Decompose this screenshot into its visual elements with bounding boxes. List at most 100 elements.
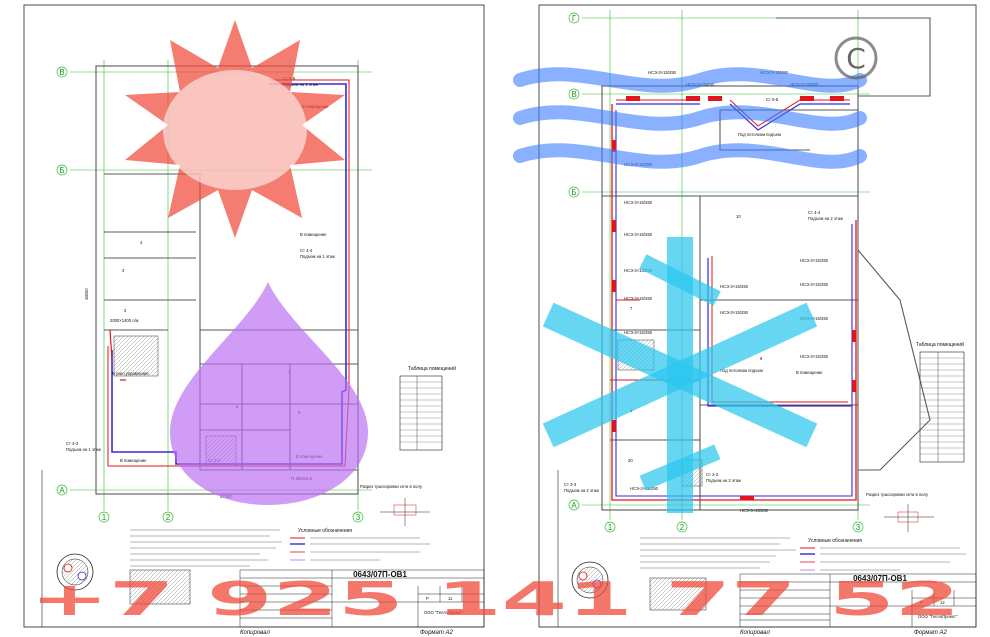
right-pipe-labels: НСЭ-3×15/250 НСЭ-3×15/250 НСЭ-3×15/250 Н… <box>564 70 843 513</box>
svg-text:НСЭ-3×15/250: НСЭ-3×15/250 <box>800 354 829 359</box>
right-legend <box>800 547 966 571</box>
right-sheet: Г В Б А 1 2 3 <box>538 4 977 636</box>
right-detail-node <box>884 504 934 532</box>
svg-text:В помещение: В помещение <box>300 232 327 237</box>
right-axis-v: В <box>571 90 576 99</box>
left-legend <box>290 537 430 561</box>
right-copied-label: Копировал <box>740 630 770 636</box>
svg-text:Ст 3-3: Ст 3-3 <box>564 482 577 487</box>
right-spec-title: Таблица помещений <box>916 341 964 348</box>
svg-text:Подъем на 1 этаж: Подъем на 1 этаж <box>300 254 335 259</box>
svg-text:Подъем на 2 этаж: Подъем на 2 этаж <box>564 488 599 493</box>
svg-text:Под потолком подъем: Под потолком подъем <box>738 132 781 137</box>
left-room-table: Таблица помещений <box>399 365 456 451</box>
svg-text:C: C <box>846 42 866 75</box>
left-axis-bubbles <box>56 66 364 523</box>
svg-text:НСЭ-3×15/250: НСЭ-3×15/250 <box>800 282 829 287</box>
svg-text:НСЭ-3×15/250: НСЭ-3×15/250 <box>800 258 829 263</box>
left-doc-code: 0643/07П-ОВ1 <box>353 570 407 579</box>
right-axis-g: Г <box>572 14 577 23</box>
right-detail-caption: Разрез трассировки сети в полу <box>866 492 929 497</box>
left-axis-v: В <box>59 68 64 77</box>
svg-text:В помещение: В помещение <box>796 370 823 375</box>
watermark: C +7 925 141 77 52 <box>30 20 960 626</box>
left-axis-b: Б <box>59 166 64 175</box>
left-axis-1: 1 <box>102 513 107 522</box>
svg-text:Ст 5-5: Ст 5-5 <box>766 97 779 102</box>
right-axis-2: 2 <box>680 523 685 532</box>
right-axis-bubbles <box>568 12 864 533</box>
drop-icon <box>170 282 368 505</box>
left-title-block <box>239 569 485 628</box>
left-axis-3: 3 <box>356 513 361 522</box>
right-company: ООО "ТеплоПроект" <box>918 614 958 619</box>
left-sheet-stage: Р <box>426 596 429 601</box>
svg-text:НСЭ-3×15/250: НСЭ-3×15/250 <box>648 70 677 75</box>
right-room-table: Таблица помещений <box>916 341 965 463</box>
left-company: ООО "ТеплоПроект" <box>424 610 464 615</box>
svg-text:2000×1400 с/м: 2000×1400 с/м <box>110 318 138 323</box>
left-legend-title: Условные обозначения <box>298 528 352 534</box>
svg-text:7: 7 <box>630 306 633 311</box>
copyright-icon: C <box>834 36 878 80</box>
svg-text:НСЭ-3×15/250: НСЭ-3×15/250 <box>624 330 653 335</box>
left-detail-caption: Разрез трассировки сети в полу <box>360 484 423 489</box>
svg-text:НСЭ-3×15/250: НСЭ-3×15/250 <box>624 296 653 301</box>
svg-text:4: 4 <box>140 240 143 245</box>
svg-text:НСЭ-3×15/250: НСЭ-3×15/250 <box>624 200 653 205</box>
svg-text:Ст 2-2: Ст 2-2 <box>706 472 719 477</box>
svg-text:НСЭ-3×15/250: НСЭ-3×15/250 <box>740 508 769 513</box>
right-sheet-number: 12 <box>940 600 945 605</box>
right-format-label: Формат А2 <box>914 630 947 636</box>
waves-icon <box>513 67 867 169</box>
svg-text:Ст 4-4: Ст 4-4 <box>808 210 821 215</box>
svg-text:НСЭ-3×15/250: НСЭ-3×15/250 <box>630 486 659 491</box>
left-axis-2: 2 <box>166 513 171 522</box>
svg-text:20: 20 <box>628 458 633 463</box>
right-axis-3: 3 <box>856 523 861 532</box>
svg-text:Подъем на 1 этаж: Подъем на 1 этаж <box>66 447 101 452</box>
left-format-label: Формат А2 <box>420 630 453 636</box>
svg-text:НСЭ-3×15/250: НСЭ-3×15/250 <box>800 316 829 321</box>
left-pipe-riser <box>109 329 126 381</box>
svg-text:НСЭ-3×15/250: НСЭ-3×15/250 <box>720 310 749 315</box>
svg-text:НСЭ-3×15/250: НСЭ-3×15/250 <box>624 268 653 273</box>
right-legend-title: Условные обозначения <box>808 538 862 544</box>
right-notes <box>640 537 796 569</box>
svg-text:Под потолком подъем: Под потолком подъем <box>720 368 763 373</box>
snowflake-icon <box>542 237 818 513</box>
svg-text:Подъем на 2 этаж: Подъем на 2 этаж <box>706 478 741 483</box>
left-detail-node <box>380 498 430 526</box>
right-sheet-stage: Р <box>920 600 923 605</box>
right-axis-b: Б <box>571 188 576 197</box>
sun-icon <box>125 20 345 238</box>
right-title-block <box>739 573 977 628</box>
left-sheet-number: 11 <box>448 596 453 601</box>
right-axis-1: 1 <box>608 523 613 532</box>
left-section-detail <box>56 553 191 605</box>
watermark-phone-number: +7 925 141 77 52 <box>30 572 960 626</box>
left-axis-a: А <box>59 486 65 495</box>
left-copied-label: Копировал <box>240 630 270 636</box>
svg-text:Ст 4-4: Ст 4-4 <box>300 248 313 253</box>
left-notes <box>130 529 282 567</box>
right-section-detail <box>571 561 707 611</box>
svg-text:В узел управления: В узел управления <box>112 371 149 376</box>
right-radiators <box>612 96 856 500</box>
left-stair <box>113 335 159 377</box>
svg-text:Ст 3-3: Ст 3-3 <box>66 441 79 446</box>
left-dimension-vertical: 48050 <box>84 288 89 300</box>
svg-text:Подъем на 1 этаж: Подъем на 1 этаж <box>283 82 318 87</box>
svg-text:6: 6 <box>760 356 763 361</box>
svg-text:НСЭ-3×15/250: НСЭ-3×15/250 <box>624 232 653 237</box>
svg-text:10: 10 <box>736 214 741 219</box>
right-doc-code: 0643/07П-ОВ1 <box>853 574 907 583</box>
svg-text:2: 2 <box>124 308 127 313</box>
right-sheet-frame <box>538 4 977 628</box>
svg-text:В помещение: В помещение <box>120 458 147 463</box>
right-axis-a: А <box>571 501 577 510</box>
left-spec-title: Таблица помещений <box>408 365 456 372</box>
svg-text:НСЭ-3×15/250: НСЭ-3×15/250 <box>720 284 749 289</box>
svg-text:3: 3 <box>122 268 125 273</box>
